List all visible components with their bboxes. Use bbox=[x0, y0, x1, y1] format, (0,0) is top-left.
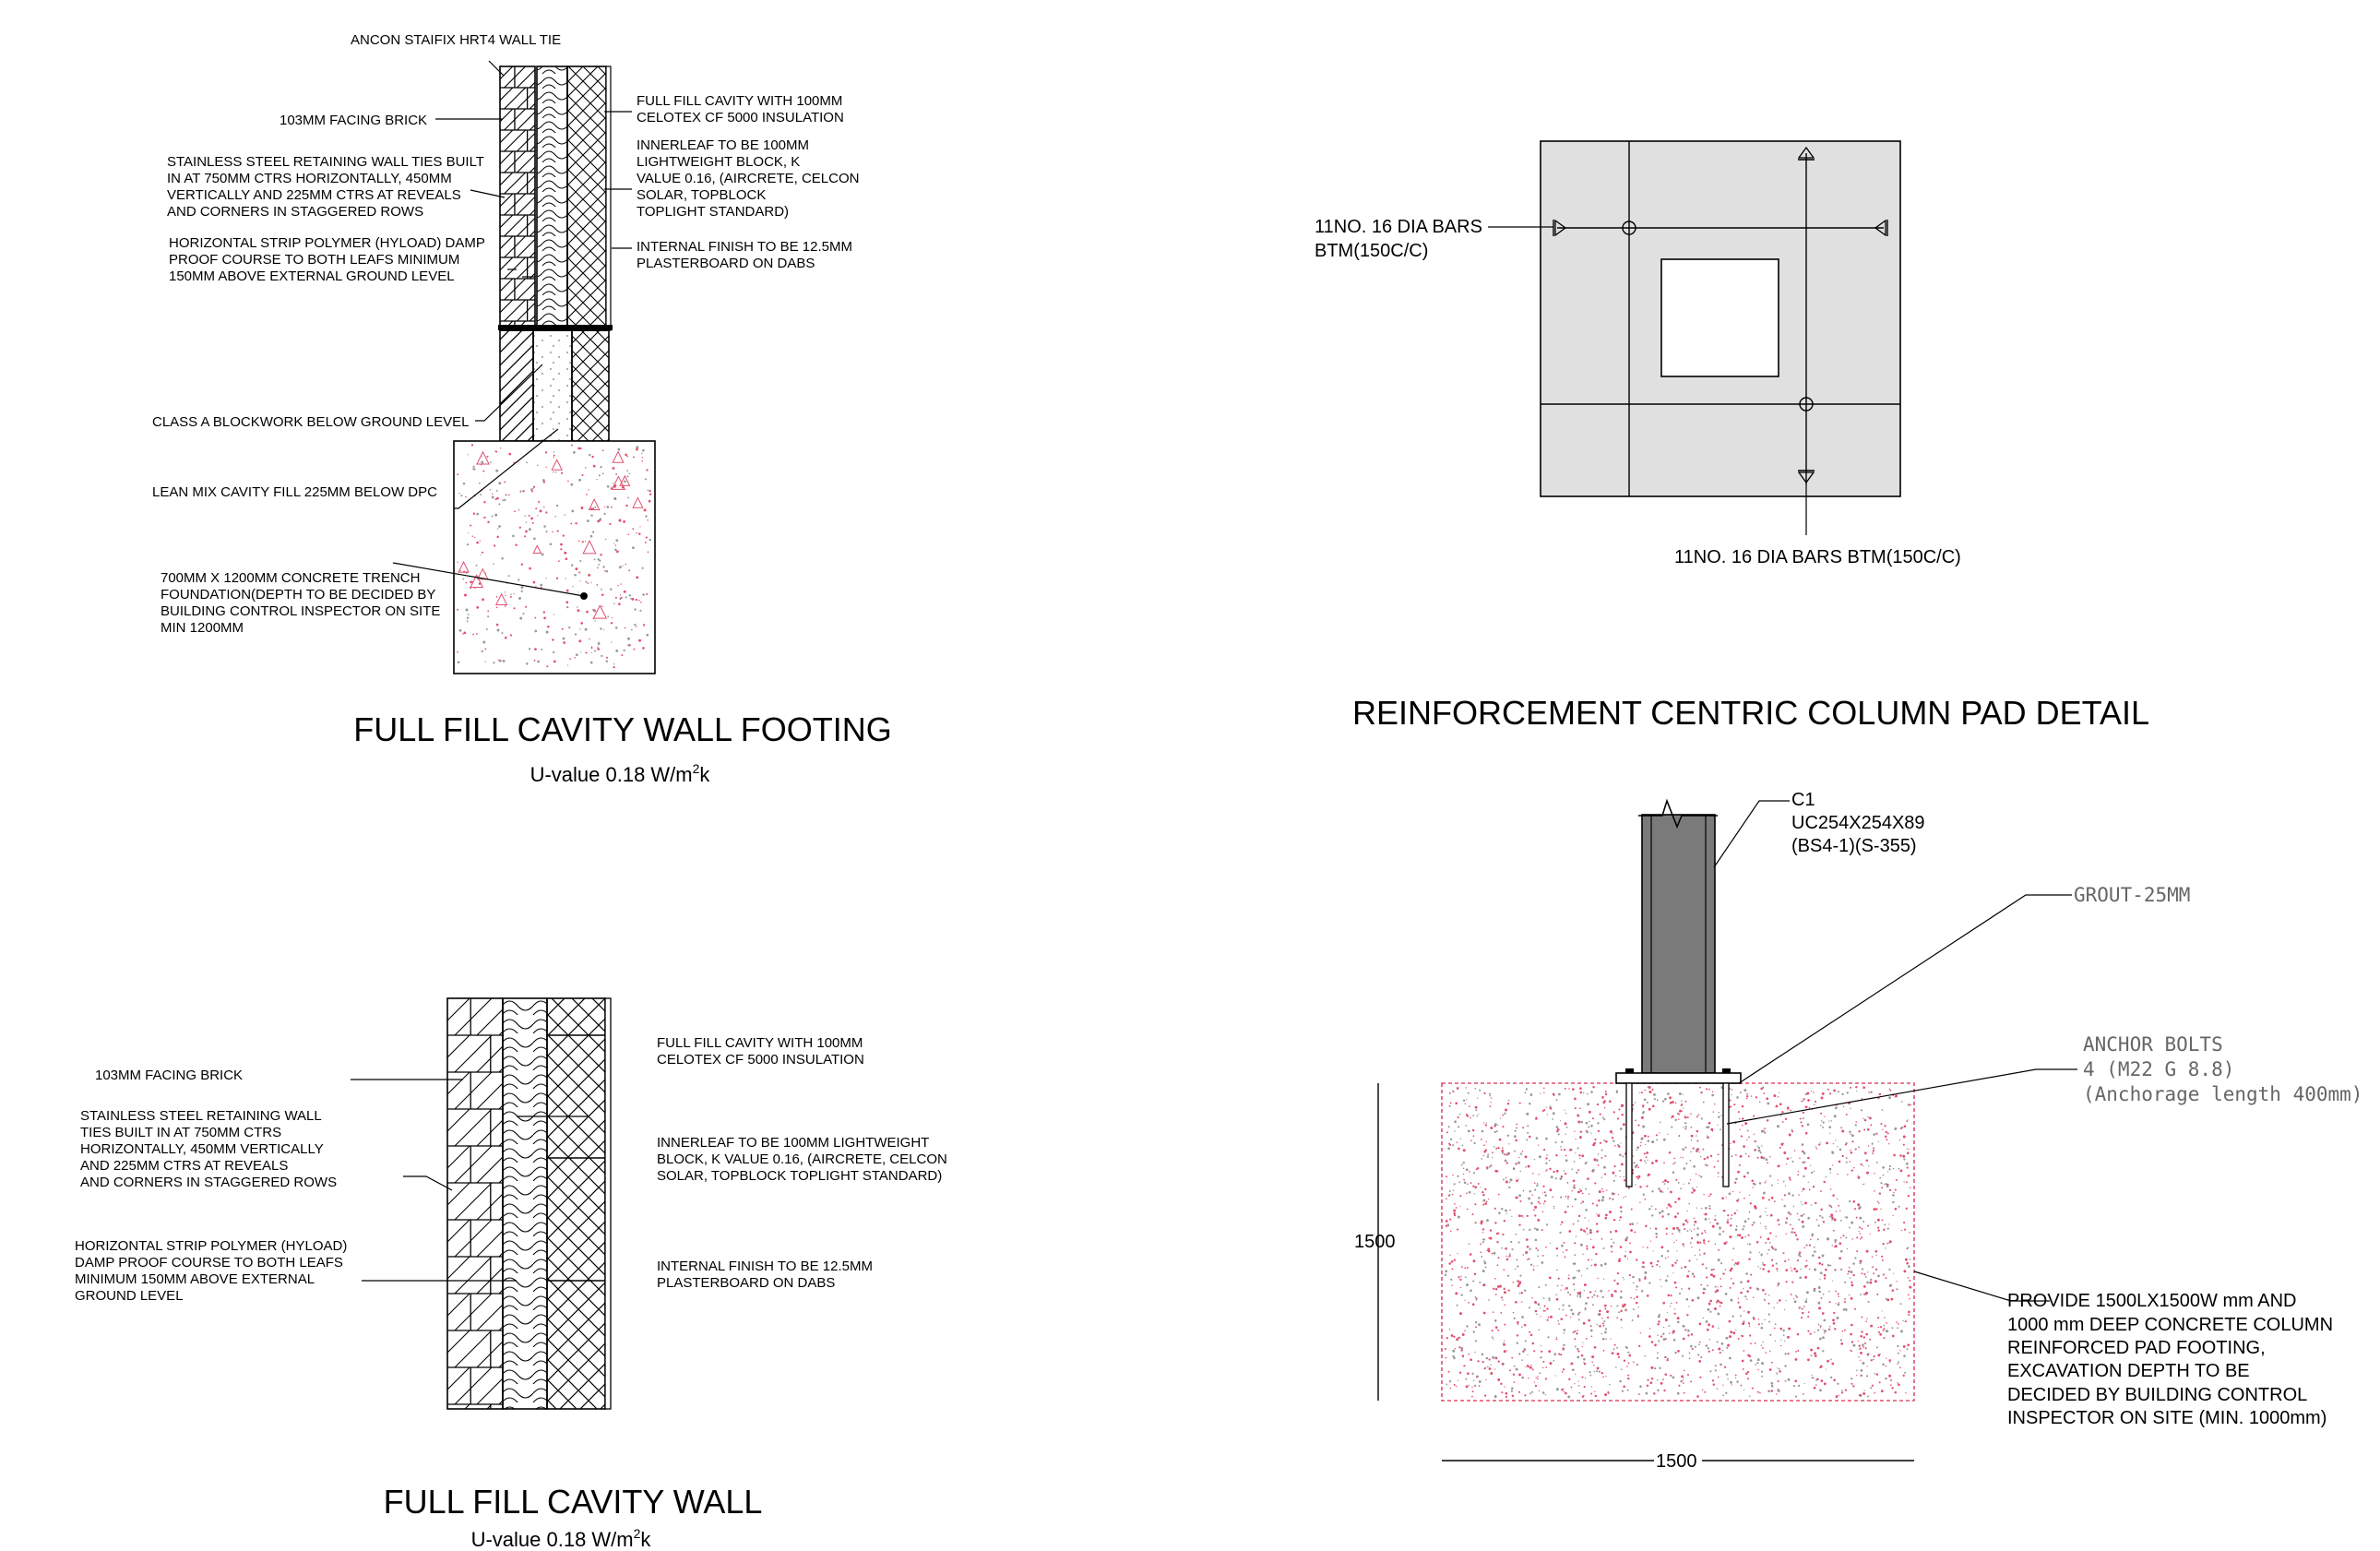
label-innerleaf-5: TOPLIGHT STANDARD) bbox=[637, 204, 789, 220]
label-finish-2: PLASTERBOARD ON DABS bbox=[637, 256, 815, 271]
label-grout: GROUT-25MM bbox=[2074, 884, 2190, 906]
label-anchor-3: (Anchorage length 400mm) bbox=[2083, 1083, 2362, 1105]
label-wall-ties-4: AND 225MM CTRS AT REVEALS bbox=[80, 1158, 288, 1174]
cavity-wall-leaders bbox=[351, 1079, 589, 1282]
label-trench-2: FOUNDATION(DEPTH TO BE DECIDED BY bbox=[161, 587, 435, 603]
label-innerleaf-2: LIGHTWEIGHT BLOCK, K bbox=[637, 154, 800, 170]
title-wall-footing: FULL FILL CAVITY WALL FOOTING bbox=[353, 710, 891, 748]
label-wall-ties-3: HORIZONTALLY, 450MM VERTICALLY bbox=[80, 1141, 324, 1157]
concrete-pad-footing bbox=[1441, 1082, 1915, 1402]
label-wall-ties-3: VERTICALLY AND 225MM CTRS AT REVEALS bbox=[167, 187, 461, 203]
label-anchor-2: 4 (M22 G 8.8) bbox=[2083, 1058, 2234, 1080]
insulation-cavity bbox=[502, 997, 548, 1410]
label-innerleaf-4: SOLAR, TOPBLOCK bbox=[637, 187, 766, 203]
label-note-4: EXCAVATION DEPTH TO BE bbox=[2007, 1361, 2250, 1381]
uvalue-wall-footing: U-value 0.18 W/m2k bbox=[530, 761, 711, 786]
cavity-wall-detail: 103MM FACING BRICK STAINLESS STEEL RETAI… bbox=[75, 997, 947, 1551]
steel-column bbox=[1638, 798, 1718, 1074]
below-ground-blockwork bbox=[499, 329, 610, 442]
title-column-pad: REINFORCEMENT CENTRIC COLUMN PAD DETAIL bbox=[1352, 694, 2149, 732]
wall-footing-labels: ANCON STAIFIX HRT4 WALL TIE 103MM FACING… bbox=[152, 32, 859, 636]
label-cavity-2: CELOTEX CF 5000 INSULATION bbox=[657, 1052, 864, 1068]
label-note-1: PROVIDE 1500LX1500W mm AND bbox=[2007, 1291, 2296, 1311]
label-column-size: UC254X254X89 bbox=[1791, 813, 1925, 833]
label-innerleaf-1: INNERLEAF TO BE 100MM bbox=[637, 137, 809, 153]
label-note-3: REINFORCED PAD FOOTING, bbox=[2007, 1338, 2266, 1358]
plasterboard-finish bbox=[604, 997, 612, 1410]
label-wall-ties-5: AND CORNERS IN STAGGERED ROWS bbox=[80, 1175, 337, 1190]
label-dpc-2: DAMP PROOF COURSE TO BOTH LEAFS bbox=[75, 1255, 343, 1271]
label-note-6: INSPECTOR ON SITE (MIN. 1000mm) bbox=[2007, 1408, 2326, 1428]
label-lean-mix: LEAN MIX CAVITY FILL 225MM BELOW DPC bbox=[152, 484, 437, 500]
inner-block-leaf bbox=[546, 997, 606, 1410]
label-column-id: C1 bbox=[1791, 790, 1815, 810]
concrete-trench-foundation bbox=[453, 440, 656, 674]
uvalue-cavity-wall: U-value 0.18 W/m2k bbox=[471, 1526, 652, 1551]
label-wall-ties-2: TIES BUILT IN AT 750MM CTRS bbox=[80, 1125, 281, 1140]
inner-block-leaf bbox=[566, 66, 607, 331]
label-trench-4: MIN 1200MM bbox=[161, 620, 244, 636]
label-bars-bottom: 11NO. 16 DIA BARS BTM(150C/C) bbox=[1674, 547, 1961, 567]
cavity-wall-labels: 103MM FACING BRICK STAINLESS STEEL RETAI… bbox=[75, 1035, 947, 1304]
label-column-spec: (BS4-1)(S-355) bbox=[1791, 836, 1917, 856]
outer-brick-leaf bbox=[499, 66, 536, 331]
label-dpc-1: HORIZONTAL STRIP POLYMER (HYLOAD) bbox=[75, 1238, 347, 1254]
label-innerleaf-2: BLOCK, K VALUE 0.16, (AIRCRETE, CELCON bbox=[657, 1151, 947, 1167]
bar-line-horizontal bbox=[1553, 219, 1888, 237]
label-note-5: DECIDED BY BUILDING CONTROL bbox=[2007, 1385, 2307, 1405]
label-facing-brick: 103MM FACING BRICK bbox=[95, 1068, 243, 1083]
column-section-leaders bbox=[1713, 800, 2077, 1302]
dpc-line bbox=[498, 325, 613, 330]
label-trench-3: BUILDING CONTROL INSPECTOR ON SITE bbox=[161, 603, 440, 619]
label-finish-1: INTERNAL FINISH TO BE 12.5MM bbox=[637, 239, 852, 255]
label-anchor-1: ANCHOR BOLTS bbox=[2083, 1033, 2223, 1056]
label-wall-ties-4: AND CORNERS IN STAGGERED ROWS bbox=[167, 204, 423, 220]
insulation-cavity bbox=[536, 66, 568, 331]
dim-height-label: 1500 bbox=[1354, 1232, 1396, 1252]
label-wall-ties-1: STAINLESS STEEL RETAINING WALL TIES BUIL… bbox=[167, 154, 484, 170]
label-facing-brick: 103MM FACING BRICK bbox=[280, 113, 427, 128]
dim-width-label: 1500 bbox=[1656, 1451, 1697, 1472]
label-cavity-2: CELOTEX CF 5000 INSULATION bbox=[637, 110, 844, 125]
outer-brick-leaf bbox=[446, 997, 504, 1410]
label-wall-ties-2: IN AT 750MM CTRS HORIZONTALLY, 450MM bbox=[167, 171, 452, 186]
wall-footing-detail: ANCON STAIFIX HRT4 WALL TIE 103MM FACING… bbox=[152, 32, 892, 786]
label-innerleaf-1: INNERLEAF TO BE 100MM LIGHTWEIGHT bbox=[657, 1135, 929, 1151]
label-innerleaf-3: VALUE 0.16, (AIRCRETE, CELCON bbox=[637, 171, 859, 186]
label-dpc-3: MINIMUM 150MM ABOVE EXTERNAL bbox=[75, 1271, 315, 1287]
column-pad-section: 1500 1500 C1 UC254X254X89 (BS4-1)(S-355)… bbox=[1354, 790, 2362, 1472]
label-cavity-1: FULL FILL CAVITY WITH 100MM bbox=[637, 93, 842, 109]
label-dpc-2: PROOF COURSE TO BOTH LEAFS MINIMUM bbox=[169, 252, 459, 268]
label-wall-tie: ANCON STAIFIX HRT4 WALL TIE bbox=[351, 32, 561, 48]
anchor-bolts bbox=[1625, 1068, 1731, 1187]
bar-line-vertical bbox=[1797, 146, 1815, 484]
label-dpc-3: 150MM ABOVE EXTERNAL GROUND LEVEL bbox=[169, 268, 455, 284]
label-cavity-1: FULL FILL CAVITY WITH 100MM bbox=[657, 1035, 863, 1051]
dimension-height: 1500 bbox=[1354, 1083, 1396, 1401]
label-dpc-1: HORIZONTAL STRIP POLYMER (HYLOAD) DAMP bbox=[169, 235, 485, 251]
column-footprint bbox=[1660, 258, 1779, 377]
column-pad-plan: 11NO. 16 DIA BARS BTM(150C/C) 11NO. 16 D… bbox=[1315, 140, 2149, 732]
label-wall-ties-1: STAINLESS STEEL RETAINING WALL bbox=[80, 1108, 322, 1124]
plasterboard-finish bbox=[605, 66, 612, 331]
label-trench-1: 700MM X 1200MM CONCRETE TRENCH bbox=[161, 570, 420, 586]
label-note-2: 1000 mm DEEP CONCRETE COLUMN bbox=[2007, 1315, 2333, 1335]
label-dpc-4: GROUND LEVEL bbox=[75, 1288, 184, 1304]
label-finish-2: PLASTERBOARD ON DABS bbox=[657, 1275, 835, 1291]
label-bars-left-1: 11NO. 16 DIA BARS bbox=[1315, 217, 1482, 237]
label-blockwork: CLASS A BLOCKWORK BELOW GROUND LEVEL bbox=[152, 414, 469, 430]
title-cavity-wall: FULL FILL CAVITY WALL bbox=[384, 1483, 763, 1521]
dimension-width: 1500 bbox=[1442, 1451, 1914, 1472]
label-innerleaf-3: SOLAR, TOPBLOCK TOPLIGHT STANDARD) bbox=[657, 1168, 942, 1184]
base-plate bbox=[1615, 1072, 1742, 1084]
label-finish-1: INTERNAL FINISH TO BE 12.5MM bbox=[657, 1259, 873, 1274]
wall-footing-leaders bbox=[392, 60, 632, 600]
label-bars-left-2: BTM(150C/C) bbox=[1315, 241, 1428, 261]
